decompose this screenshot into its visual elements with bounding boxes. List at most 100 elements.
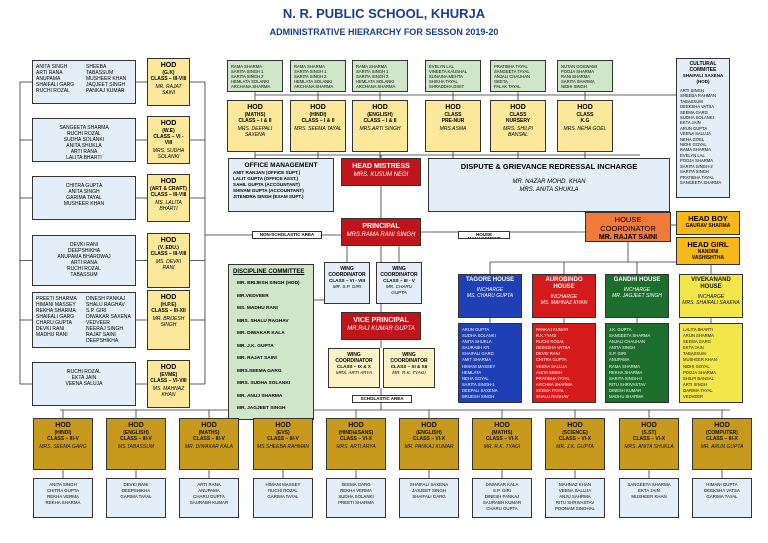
staff-name: ANUPAMA BHARDWAJ bbox=[57, 254, 111, 260]
hod-name: MR. RAJAT SAINI bbox=[155, 84, 182, 96]
staff-name: ANUPAMA bbox=[198, 488, 220, 493]
staff-name: DINESH PANKAJ bbox=[484, 494, 520, 499]
house-member: DEVKI RANI bbox=[536, 351, 560, 357]
staff-name: NIDHI SINGH bbox=[561, 84, 587, 89]
hod-class: CLASS – VI - VIII bbox=[153, 134, 184, 146]
house-member: POOJA SHARMA bbox=[683, 369, 717, 375]
staff-name: NEERAJ SINGH bbox=[86, 326, 123, 332]
staff-name: EVELYN LAL bbox=[429, 64, 454, 69]
staff-name: SAURABH KUMAR bbox=[482, 500, 522, 505]
house-member: ARUN SHARMA bbox=[683, 333, 714, 339]
dispute-member: MRS. ANITA SHUKLA bbox=[519, 187, 579, 193]
house-incharge: MRS. SHAIFALI SAXENA bbox=[682, 300, 740, 306]
staff-name: SUDHA SOLANKI bbox=[63, 137, 105, 143]
staff-name: ANITA SINGH bbox=[49, 482, 77, 487]
vice-principal-title: VICE PRINCIPAL bbox=[353, 317, 409, 324]
staff-name: ARTI RANA bbox=[70, 260, 98, 266]
staff-name: DIWAKAR SAXENA bbox=[86, 314, 131, 320]
staff-name: NIDHI GOYAL bbox=[680, 142, 707, 148]
wing-title: WING COORDINATOR bbox=[390, 352, 428, 364]
hod-class: CLASS – VI-X bbox=[339, 436, 373, 442]
hod-subject: (HINDI) bbox=[309, 112, 327, 118]
staff-name: ANJALI CHAUHAN bbox=[494, 74, 531, 79]
hod-name: MRS.ASMA bbox=[439, 126, 467, 132]
house-title: GANDHI HOUSE bbox=[613, 277, 661, 283]
house-member: ANITA SINGH bbox=[536, 369, 563, 375]
hod-title: HOD bbox=[510, 104, 526, 111]
hod-title: HOD bbox=[275, 422, 291, 429]
staff-name: ARTI RANA bbox=[70, 149, 98, 155]
hod-name: MRS. SHILPI BANSAL bbox=[503, 126, 533, 138]
staff-name: SEEMA GARG bbox=[36, 161, 132, 162]
hod-class: PRE-NUR bbox=[441, 118, 465, 124]
hod-name: MS. MAHNAZ KHAN bbox=[152, 386, 185, 398]
staff-name: VEENA SALUJA bbox=[65, 381, 103, 387]
house-member: ANITA SINGH bbox=[609, 345, 636, 351]
hod-name: MS. DEVKI RANI bbox=[155, 259, 182, 271]
hod-name: MRS. DEEPALI SAXENA bbox=[237, 126, 273, 138]
hod-subject: (SCIENCE) bbox=[562, 430, 588, 436]
staff-name: GARIMA TAYAL bbox=[267, 494, 299, 499]
staff-name: RAMA SHARMA bbox=[680, 147, 711, 153]
hod-title: HOD bbox=[160, 364, 177, 371]
house-member: ANJALI CHAUHAN bbox=[609, 339, 646, 345]
house-incharge: MR. JAGJEET SINGH bbox=[612, 293, 662, 299]
staff-name: RUCHI ROZAL bbox=[67, 266, 101, 272]
house-member: ANUPAMA bbox=[609, 357, 630, 363]
hod-class: CLASS – VI-X bbox=[632, 436, 666, 442]
hod-title: HOD bbox=[128, 422, 144, 429]
staff-name: SARITA SINGH 1 bbox=[356, 69, 389, 74]
staff-name: ANITA SHUKLA bbox=[66, 143, 102, 149]
hod-name: MR. PANKAJ KUMAR bbox=[404, 444, 454, 450]
staff-name: TABASSUM bbox=[70, 272, 98, 278]
hod-title: HOD bbox=[160, 120, 177, 127]
house-member: SEEMA TAYAL bbox=[536, 387, 564, 393]
staff-name: JASJEET SINGH bbox=[412, 488, 446, 493]
staff-name: DEEKSHA VATSA bbox=[680, 104, 715, 110]
house-member: REKHA SHARMA bbox=[609, 369, 643, 375]
hod-subject: (ENGLISH) bbox=[416, 430, 442, 436]
staff-name: SUDHA SOLANKI bbox=[680, 115, 714, 121]
staff-name: SHRADDHA DIXIT bbox=[429, 84, 465, 89]
staff-name: NEHA GOEL bbox=[680, 136, 705, 142]
house-member: SUDHA SOLANKI bbox=[462, 333, 496, 339]
house-member: ARCHNA SHARMA bbox=[536, 381, 573, 387]
hod-name: MRS. SUDHA SOLANKI bbox=[152, 148, 185, 160]
hod-name: MR. J.K. GUPTA bbox=[556, 444, 594, 450]
house-member: HIMANI MASSEY bbox=[462, 363, 496, 369]
hod-subject: (V. EDU.) bbox=[158, 245, 179, 251]
hod-title: HOD bbox=[160, 237, 177, 244]
school-title: N. R. PUBLIC SCHOOL, KHURJA bbox=[282, 6, 486, 21]
house-member: SARITA SINGH-1 bbox=[462, 381, 495, 387]
house-incharge: MS. MAHNAZ KHAN bbox=[540, 300, 588, 306]
staff-name: DEVKI RANI bbox=[123, 482, 149, 487]
head-boy-title: HEAD BOY bbox=[688, 214, 728, 223]
hod-class: CLASS – III-V bbox=[193, 436, 225, 442]
hod-class: CLASS – I & II bbox=[301, 118, 335, 124]
staff-name: MUSHEER KHAN bbox=[86, 76, 127, 82]
staff-name: CHARU GUPTA bbox=[36, 320, 73, 326]
head-boy-name: GAURAV SHARMA bbox=[685, 223, 731, 229]
head-girl-name: NANDINI bbox=[697, 249, 719, 255]
